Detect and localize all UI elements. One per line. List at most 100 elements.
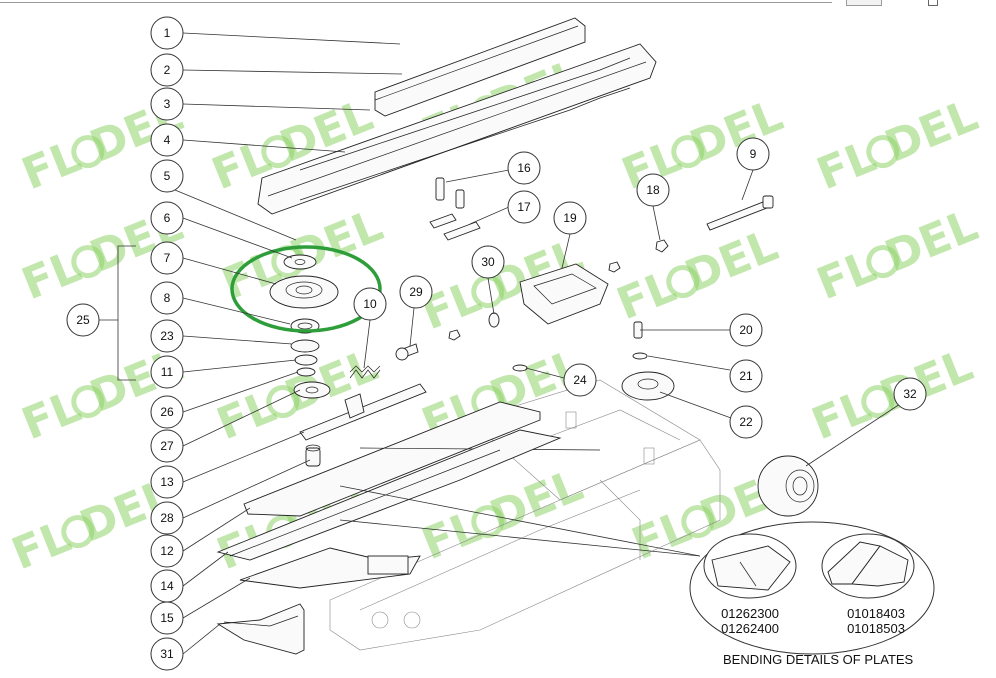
hub-32	[757, 455, 819, 517]
callout-20[interactable]: 20	[729, 313, 763, 347]
chain-assembly	[257, 43, 657, 215]
watermark-logo: FL DEL	[610, 220, 785, 330]
callout-17[interactable]: 17	[507, 190, 541, 224]
callout-label: 25	[76, 313, 90, 327]
callout-label: 21	[739, 369, 753, 383]
callout-27[interactable]: 27	[150, 429, 184, 463]
callout-label: 3	[164, 97, 171, 111]
sprocket-22	[621, 371, 675, 401]
washer-24	[512, 364, 528, 372]
callout-5[interactable]: 5	[150, 159, 184, 193]
callout-label: 7	[164, 251, 171, 265]
top-toolbar-strip	[0, 0, 996, 6]
washer-6	[283, 254, 317, 270]
sprocket-7	[269, 275, 339, 309]
callout-13[interactable]: 13	[150, 465, 184, 499]
callout-2[interactable]: 2	[150, 53, 184, 87]
callout-label: 13	[160, 475, 174, 489]
spring-10	[349, 365, 381, 379]
bend-code-left-2: 01262400	[721, 621, 779, 636]
callout-18[interactable]: 18	[636, 173, 670, 207]
plate-14	[216, 429, 562, 561]
washer-30	[488, 312, 500, 328]
callout-29[interactable]: 29	[399, 275, 433, 309]
callout-31[interactable]: 31	[150, 637, 184, 671]
callout-9[interactable]: 9	[736, 137, 770, 171]
nut-near-19	[448, 261, 621, 341]
callout-label: 17	[517, 200, 531, 214]
callout-label: 28	[160, 511, 174, 525]
bracket-19	[519, 263, 609, 325]
callout-1[interactable]: 1	[150, 16, 184, 50]
callout-3[interactable]: 3	[150, 87, 184, 121]
bend-detail-left	[703, 533, 797, 599]
callout-label: 24	[573, 373, 587, 387]
bolt-29	[395, 343, 419, 361]
spacer-28	[305, 444, 321, 467]
main-frame-housing	[329, 379, 721, 651]
bend-code-right-1: 01018403	[847, 606, 905, 621]
bend-code-right-2: 01018503	[847, 621, 905, 636]
callout-21[interactable]: 21	[729, 359, 763, 393]
callout-14[interactable]: 14	[150, 569, 184, 603]
callout-32[interactable]: 32	[893, 377, 927, 411]
ring-23	[290, 339, 320, 353]
watermark-logo: FL DEL	[810, 90, 985, 200]
pin-9	[706, 195, 774, 231]
callout-label: 8	[164, 291, 171, 305]
callout-23[interactable]: 23	[150, 319, 184, 353]
callout-label: 12	[160, 544, 174, 558]
callout-19[interactable]: 19	[553, 201, 587, 235]
highlight-ring	[230, 245, 382, 333]
callout-6[interactable]: 6	[150, 201, 184, 235]
callout-24[interactable]: 24	[563, 363, 597, 397]
callout-label: 30	[481, 255, 495, 269]
callout-4[interactable]: 4	[150, 123, 184, 157]
callout-30[interactable]: 30	[471, 245, 505, 279]
callout-22[interactable]: 22	[729, 405, 763, 439]
callout-15[interactable]: 15	[150, 601, 184, 635]
bending-details-inset: 01262300 01262400 01018403 01018503	[689, 521, 935, 655]
callout-28[interactable]: 28	[150, 501, 184, 535]
callout-11[interactable]: 11	[150, 355, 184, 389]
callout-25[interactable]: 25	[66, 303, 100, 337]
callout-label: 4	[164, 133, 171, 147]
bending-details-caption: BENDING DETAILS OF PLATES	[723, 652, 914, 667]
callout-label: 23	[160, 329, 174, 343]
callout-label: 20	[739, 323, 753, 337]
chain-guide-rail	[374, 17, 586, 117]
callout-8[interactable]: 8	[150, 281, 184, 315]
callout-label: 26	[160, 405, 174, 419]
callout-26[interactable]: 26	[150, 395, 184, 429]
bend-code-left-1: 01262300	[721, 606, 779, 621]
callout-label: 19	[563, 211, 577, 225]
plate-15	[239, 547, 421, 589]
bolt-16	[435, 177, 465, 209]
callout-10[interactable]: 10	[353, 287, 387, 321]
callout-label: 11	[161, 365, 174, 379]
toolbar-button[interactable]	[846, 0, 882, 6]
circlip-11	[294, 354, 318, 366]
callout-label: 27	[160, 439, 174, 453]
callout-label: 18	[646, 183, 660, 197]
callout-label: 9	[750, 147, 757, 161]
washer-27	[293, 381, 331, 399]
callout-label: 10	[363, 297, 377, 311]
watermark-logo: FL DEL	[805, 340, 980, 450]
toolbar-icon[interactable]	[928, 0, 938, 6]
callout-12[interactable]: 12	[150, 534, 184, 568]
watermark-logo: FL DEL	[810, 200, 985, 310]
callout-label: 5	[164, 169, 171, 183]
washer-26	[296, 367, 316, 377]
callout-16[interactable]: 16	[507, 151, 541, 185]
callout-label: 22	[739, 415, 753, 429]
callout-label: 16	[517, 161, 531, 175]
bend-detail-right	[821, 533, 915, 599]
callout-label: 14	[160, 579, 174, 593]
callout-label: 31	[160, 647, 174, 661]
callout-7[interactable]: 7	[150, 241, 184, 275]
bracket-31	[216, 603, 305, 655]
tensioner-plate-13	[299, 383, 427, 441]
nut-18	[655, 239, 669, 253]
